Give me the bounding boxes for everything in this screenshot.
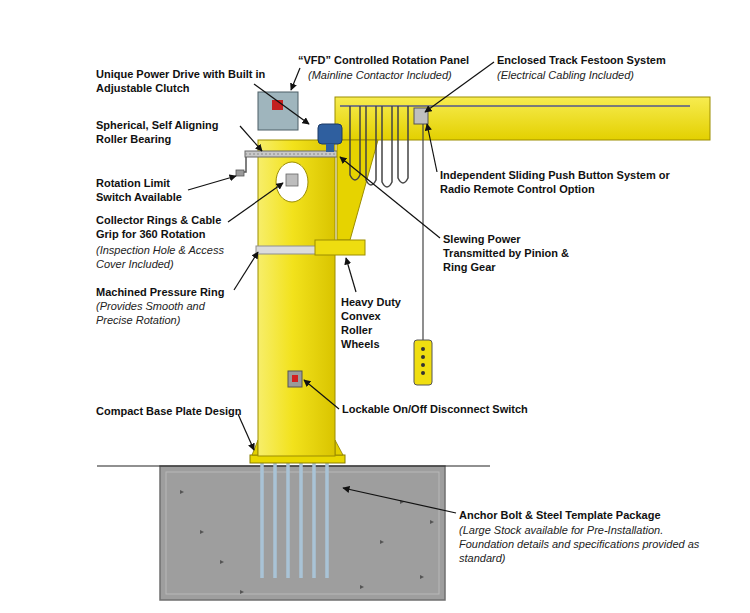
callout-note: (Large Stock available for Pre-Installat… (459, 523, 714, 565)
anchor-bolts (286, 450, 290, 578)
festoon (350, 106, 408, 187)
foundation (430, 520, 434, 524)
callout-label: Slewing Power Transmitted by Pinion & Ri… (443, 232, 583, 274)
drive-motor (318, 124, 342, 144)
leader-lines (254, 84, 309, 124)
pendant (414, 124, 432, 385)
roller-wheels (315, 240, 365, 255)
foundation (380, 540, 384, 544)
anchor-bolts (260, 450, 264, 578)
festoon (382, 106, 392, 187)
callout-label: Machined Pressure Ring (96, 285, 236, 299)
boom-brace (337, 140, 378, 240)
callout-label: “VFD” Controlled Rotation Panel (298, 53, 498, 67)
leader-lines (304, 380, 339, 409)
disconnect-switch (288, 371, 302, 387)
pendant (421, 363, 425, 367)
festoon (366, 106, 376, 185)
pendant (421, 347, 425, 351)
ring-gear (245, 154, 348, 155)
foundation (180, 490, 434, 594)
anchor-bolts (312, 450, 316, 578)
leader-lines (234, 252, 258, 290)
boom (315, 97, 710, 255)
callout-label: Heavy Duty Convex Roller Wheels (341, 295, 411, 351)
pendant (421, 355, 425, 359)
callout-label: Anchor Bolt & Steel Template Package (459, 508, 719, 522)
callout-label: Collector Rings & Cable Grip for 360 Rot… (96, 213, 231, 241)
foundation (220, 560, 224, 564)
foundation (360, 585, 364, 589)
callout-label: Lockable On/Off Disconnect Switch (342, 402, 562, 416)
callout-label: Compact Base Plate Design (96, 404, 251, 418)
pendant (414, 340, 432, 385)
leader-lines (343, 488, 456, 513)
pendant (421, 371, 425, 375)
collector-rings (286, 174, 298, 186)
pendant (421, 347, 425, 375)
inspection-hole (276, 162, 308, 202)
pendant (422, 124, 423, 340)
anchor-bolts (273, 450, 277, 578)
foundation (200, 530, 204, 534)
callout-label: Spherical, Self Aligning Roller Bearing (96, 118, 241, 146)
callout-note: (Electrical Cabling Included) (497, 68, 727, 82)
leader-lines (188, 62, 494, 513)
leader-lines (240, 126, 262, 151)
leader-lines (346, 258, 356, 292)
hoist-trolley (414, 108, 428, 124)
foundation (420, 575, 424, 579)
column (256, 140, 337, 456)
callout-label: Rotation Limit Switch Available (96, 176, 191, 204)
column (258, 140, 335, 456)
leader-lines (291, 68, 300, 90)
ring-gear (236, 151, 348, 176)
base-plate (335, 440, 343, 455)
callout-label: Unique Power Drive with Built in Adjusta… (96, 67, 291, 95)
callout-note: (Mainline Contactor Included) (308, 68, 488, 82)
callout-label: Enclosed Track Festoon System (497, 53, 727, 67)
festoon (398, 106, 408, 183)
leader-lines (427, 124, 437, 172)
callout-note: (Inspection Hole & Access Cover Included… (96, 243, 246, 271)
ring-gear (236, 170, 244, 176)
leader-lines (228, 183, 283, 222)
foundation (180, 490, 184, 494)
leader-lines (238, 414, 254, 450)
drive (326, 144, 334, 152)
ground-line (97, 465, 490, 466)
drive (258, 92, 342, 152)
leader-lines (188, 176, 236, 190)
anchor-bolts (325, 450, 329, 578)
foundation (240, 590, 244, 594)
anchor-bolts (299, 450, 303, 578)
leader-lines (340, 157, 440, 238)
callout-note: (Provides Smooth and Precise Rotation) (96, 299, 236, 327)
column (292, 375, 298, 382)
anchor-bolts (262, 450, 327, 578)
callout-label: Independent Sliding Push Button System o… (440, 168, 700, 196)
